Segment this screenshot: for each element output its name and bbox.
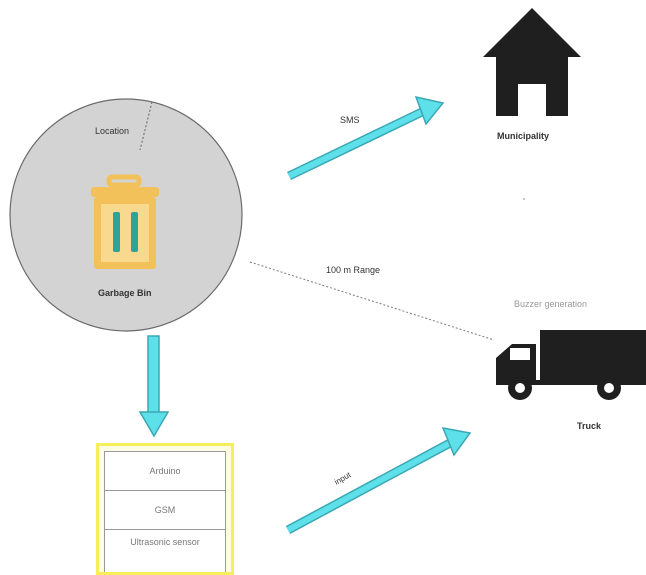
hardware-item-arduino: Arduino xyxy=(105,452,225,491)
truck-icon xyxy=(496,330,646,400)
house-icon xyxy=(483,8,581,116)
range-line xyxy=(249,261,495,341)
location-line xyxy=(139,101,153,151)
municipality-label: Municipality xyxy=(497,131,550,141)
sms-label: SMS xyxy=(340,115,360,125)
buzzer-label: Buzzer generation xyxy=(514,299,588,309)
down-arrow xyxy=(138,335,170,438)
bin-label: Garbage Bin xyxy=(98,288,152,298)
trash-icon xyxy=(91,174,159,269)
hardware-list: Arduino GSM Ultrasonic sensor xyxy=(104,451,226,572)
range-label: 100 m Range xyxy=(326,265,381,275)
stray-dot xyxy=(523,198,525,200)
sms-arrow xyxy=(287,95,445,181)
truck-label: Truck xyxy=(577,421,602,431)
input-arrow xyxy=(285,427,472,534)
hardware-item-ultrasonic: Ultrasonic sensor xyxy=(130,537,200,547)
location-label: Location xyxy=(95,126,130,136)
hardware-item-gsm: GSM xyxy=(105,491,225,530)
hardware-box: Arduino GSM Ultrasonic sensor xyxy=(96,443,234,575)
